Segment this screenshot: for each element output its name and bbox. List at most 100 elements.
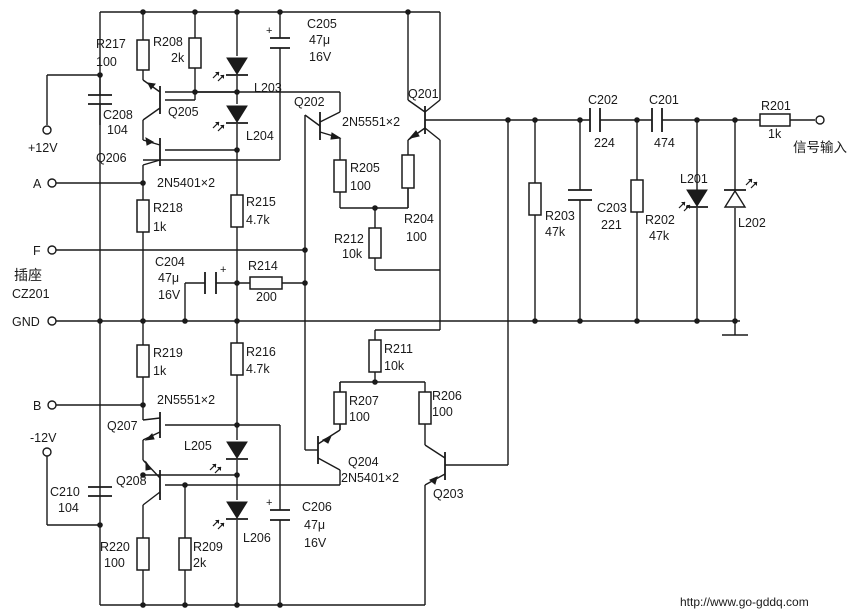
resistor-r208-value: 2k xyxy=(171,51,185,65)
resistor-r206 xyxy=(418,391,432,425)
capacitor-c208 xyxy=(88,94,112,125)
led-l202-ref: L202 xyxy=(738,216,766,230)
transistor-q204-type: 2N5401×2 xyxy=(341,471,399,485)
label-vplus: +12V xyxy=(28,141,58,155)
resistor-r204-ref: R204 xyxy=(404,212,434,226)
capacitor-c202 xyxy=(589,108,601,132)
resistors: R217 100 R208 2k R218 1k R215 4.7k R214 … xyxy=(96,35,791,571)
resistor-r212-value: 10k xyxy=(342,247,363,261)
wiring xyxy=(46,11,815,606)
label-vminus: -12V xyxy=(30,431,57,445)
resistor-r215-ref: R215 xyxy=(246,195,276,209)
svg-text:+: + xyxy=(220,264,226,276)
capacitor-c205-ref: C205 xyxy=(307,17,337,31)
led-l204 xyxy=(212,105,248,132)
capacitor-c206-ref: C206 xyxy=(302,500,332,514)
resistor-r220-value: 100 xyxy=(104,556,125,570)
resistor-r211 xyxy=(368,339,382,373)
resistor-r204-value: 100 xyxy=(406,230,427,244)
transistor-q202-type: 2N5551×2 xyxy=(342,115,400,129)
led-l206 xyxy=(212,501,248,530)
transistor-q208-ref: Q208 xyxy=(116,474,147,488)
resistor-r203 xyxy=(528,182,542,216)
resistor-r203-ref: R203 xyxy=(545,209,575,223)
resistor-r217-ref: R217 xyxy=(96,37,126,51)
resistor-r217 xyxy=(136,39,150,71)
capacitor-c206-voltage: 16V xyxy=(304,536,327,550)
label-gnd: GND xyxy=(12,315,40,329)
terminal-b xyxy=(47,400,57,410)
transistor-q204-ref: Q204 xyxy=(348,455,379,469)
capacitor-c204-value: 47μ xyxy=(158,271,179,285)
resistor-r212-ref: R212 xyxy=(334,232,364,246)
resistor-r216 xyxy=(230,342,244,376)
capacitor-c201-ref: C201 xyxy=(649,93,679,107)
terminal-f xyxy=(47,245,57,255)
capacitor-c206-value: 47μ xyxy=(304,518,325,532)
capacitor-c208-ref: C208 xyxy=(103,108,133,122)
capacitor-c202-ref: C202 xyxy=(588,93,618,107)
resistor-r214-ref: R214 xyxy=(248,259,278,273)
capacitor-c205-value: 47μ xyxy=(309,33,330,47)
resistor-r220 xyxy=(136,537,150,571)
led-l203 xyxy=(212,57,248,82)
resistor-r208-ref: R208 xyxy=(153,35,183,49)
resistor-r209-ref: R209 xyxy=(193,540,223,554)
capacitor-c203-ref: C203 xyxy=(597,201,627,215)
transistor-q203-ref: Q203 xyxy=(433,487,464,501)
resistor-r216-value: 4.7k xyxy=(246,362,270,376)
resistor-r207-value: 100 xyxy=(349,410,370,424)
led-l201 xyxy=(678,189,708,212)
capacitor-c206: + xyxy=(266,497,290,521)
resistor-r202-value: 47k xyxy=(649,229,670,243)
terminal-input xyxy=(815,115,825,125)
transistor-q201 xyxy=(407,99,441,141)
terminal-vminus xyxy=(42,447,52,457)
resistor-r212 xyxy=(368,227,382,259)
transistor-q207-ref: Q207 xyxy=(107,419,138,433)
resistor-r205 xyxy=(333,159,347,193)
capacitor-c205: + xyxy=(266,25,290,49)
resistor-r209-value: 2k xyxy=(193,556,207,570)
transistor-q206-ref: Q206 xyxy=(96,151,127,165)
transistors: Q205 Q206 2N5401×2 Q202 2N5551×2 xyxy=(96,79,464,506)
resistor-r201 xyxy=(759,113,791,127)
led-l206-ref: L206 xyxy=(243,531,271,545)
transistor-q206 xyxy=(142,137,161,166)
resistor-r215-value: 4.7k xyxy=(246,213,270,227)
resistor-r207 xyxy=(333,391,347,425)
svg-text:+: + xyxy=(266,497,272,509)
capacitor-c202-value: 224 xyxy=(594,136,615,150)
resistor-r211-ref: R211 xyxy=(384,342,413,356)
terminal-vplus xyxy=(42,125,52,135)
resistor-r202-ref: R202 xyxy=(645,213,675,227)
resistor-r205-value: 100 xyxy=(350,179,371,193)
transistor-q202 xyxy=(304,111,342,140)
capacitor-c203-value: 221 xyxy=(601,218,622,232)
capacitor-c210-value: 104 xyxy=(58,501,79,515)
transistor-q207-type: 2N5551×2 xyxy=(157,393,215,407)
led-l204-ref: L204 xyxy=(246,129,274,143)
resistor-r209 xyxy=(178,537,192,571)
resistor-r211-value: 10k xyxy=(384,359,405,373)
capacitor-c210 xyxy=(88,486,112,497)
transistor-q206-type: 2N5401×2 xyxy=(157,176,215,190)
resistor-r216-ref: R216 xyxy=(246,345,276,359)
capacitor-c204-ref: C204 xyxy=(155,255,185,269)
terminal-gnd xyxy=(47,316,57,326)
label-socket-ref: CZ201 xyxy=(12,287,50,301)
resistor-r218-ref: R218 xyxy=(153,201,183,215)
resistor-r215 xyxy=(230,194,244,228)
resistor-r202 xyxy=(630,179,644,213)
label-a: A xyxy=(33,177,42,191)
capacitor-c205-voltage: 16V xyxy=(309,50,332,64)
resistor-r201-ref: R201 xyxy=(761,99,791,113)
led-l201-ref: L201 xyxy=(680,172,708,186)
transistor-q205 xyxy=(142,79,161,121)
resistor-r207-ref: R207 xyxy=(349,394,379,408)
resistor-r219 xyxy=(136,344,150,378)
resistor-r201-value: 1k xyxy=(768,127,782,141)
resistor-r206-value: 100 xyxy=(432,405,453,419)
transistor-q203 xyxy=(424,444,446,486)
